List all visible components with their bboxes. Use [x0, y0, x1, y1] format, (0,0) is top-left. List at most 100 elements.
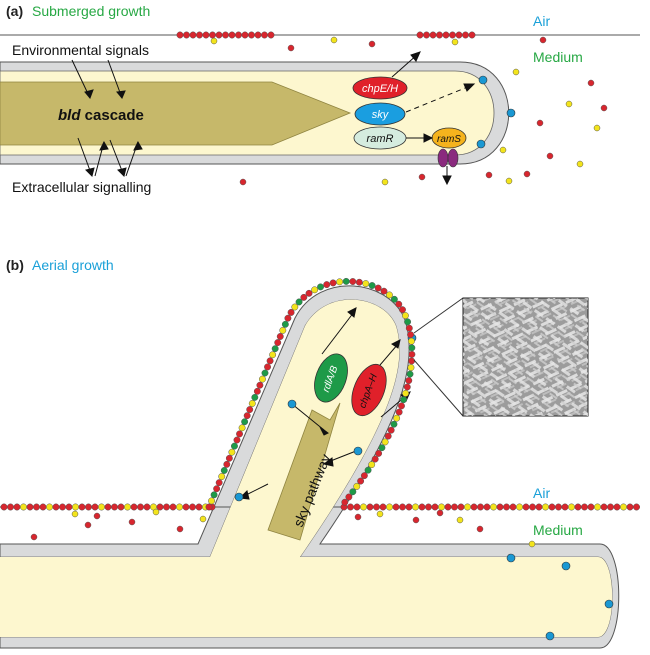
- coat-bead: [246, 406, 254, 414]
- ramR-label: ramR: [367, 133, 394, 145]
- coat-bead: [169, 503, 177, 511]
- branch-arrows: [238, 307, 411, 500]
- coat-bead: [26, 503, 34, 511]
- coat-bead: [189, 503, 196, 511]
- coat-bead: [176, 31, 184, 39]
- coat-bead: [130, 503, 138, 511]
- coat-bead: [451, 503, 458, 511]
- sky-pathway-shape: [267, 402, 341, 541]
- coat-bead: [368, 461, 376, 469]
- air-label-a: Air: [533, 13, 550, 29]
- coat-bead: [405, 324, 413, 332]
- panel-a: (a) Submerged growth Air Medium bld casc…: [0, 3, 640, 195]
- panel-a-letter: (a): [6, 3, 23, 19]
- coat-bead: [202, 31, 210, 39]
- coat-bead: [222, 31, 229, 39]
- coat-bead: [261, 369, 269, 377]
- membrane-transporter: [437, 148, 459, 168]
- bld-cascade-label: bld cascade: [58, 107, 144, 124]
- coat-bead: [407, 331, 415, 339]
- chpEH-gene: [352, 76, 408, 100]
- coat-bead: [455, 31, 463, 39]
- coat-bead: [248, 31, 255, 39]
- coat-bead: [341, 498, 349, 506]
- coat-bead: [20, 503, 27, 511]
- coat-bead: [215, 31, 223, 39]
- coat-bead: [349, 488, 357, 496]
- coat-bead: [607, 503, 614, 511]
- coat-bead: [223, 460, 231, 468]
- coat-bead: [568, 503, 575, 511]
- coat-bead: [449, 31, 456, 39]
- coat-bead: [503, 503, 510, 511]
- coat-bead: [385, 291, 393, 299]
- coat-bead: [412, 503, 419, 511]
- coat-bead: [386, 503, 393, 511]
- coat-bead: [400, 396, 408, 404]
- coat-bead: [276, 333, 284, 340]
- coat-bead: [189, 31, 197, 39]
- coat-bead: [305, 289, 313, 297]
- coat-bead: [78, 503, 86, 511]
- coat-bead: [360, 472, 368, 480]
- environmental-signals-label: Environmental signals: [12, 42, 149, 58]
- coat-bead: [233, 436, 241, 444]
- coat-bead: [182, 503, 190, 511]
- coat-bead: [7, 503, 14, 511]
- coat-bead: [387, 426, 395, 434]
- coat-bead: [205, 503, 213, 511]
- coat-bead: [529, 503, 536, 511]
- coat-bead: [404, 318, 412, 326]
- coat-bead: [259, 375, 266, 383]
- coat-bead: [176, 503, 183, 511]
- coat-bead: [243, 412, 251, 420]
- coat-bead: [213, 485, 221, 493]
- coat-bead: [357, 477, 365, 485]
- coat-bead: [374, 284, 382, 292]
- free-molecules-a: [210, 36, 608, 186]
- medium-label-a: Medium: [533, 49, 583, 65]
- coat-bead: [574, 503, 582, 511]
- coat-bead: [464, 503, 471, 511]
- coat-bead: [287, 308, 295, 316]
- coat-bead: [291, 303, 299, 311]
- coat-bead: [360, 503, 367, 511]
- coat-bead: [236, 430, 243, 438]
- coat-bead: [104, 503, 112, 511]
- sky-label: sky: [372, 109, 390, 121]
- coat-bead: [196, 31, 203, 39]
- coat-bead: [353, 503, 361, 511]
- coat-bead: [311, 286, 319, 294]
- coat-bead: [390, 295, 398, 303]
- coat-bead: [483, 503, 491, 511]
- coat-bead: [163, 503, 170, 511]
- coat-bead: [208, 497, 215, 505]
- coat-bead: [269, 351, 277, 359]
- coat-bead: [542, 503, 549, 511]
- coat-bead: [442, 31, 450, 39]
- coat-bead: [279, 326, 287, 334]
- coat-bead: [347, 503, 354, 511]
- coat-bead: [401, 312, 409, 320]
- coat-bead: [444, 503, 452, 511]
- gene-arrows: [391, 51, 476, 186]
- coat-bead: [98, 503, 105, 511]
- coat-bead: [329, 279, 337, 287]
- coat-bead: [225, 454, 233, 462]
- coat-bead: [425, 503, 432, 511]
- coat-bead: [366, 503, 374, 511]
- coat-bead: [264, 363, 271, 371]
- coat-bead: [399, 306, 406, 314]
- coat-bead: [477, 503, 484, 511]
- coat-bead: [353, 482, 361, 490]
- coat-bead: [402, 389, 410, 397]
- coat-bead: [85, 503, 92, 511]
- coat-bead: [379, 503, 387, 511]
- coat-bead: [457, 503, 465, 511]
- panel-b-title: Aerial growth: [32, 257, 114, 273]
- coat-bead: [496, 503, 504, 511]
- coat-bead: [393, 414, 401, 422]
- chaplin-chain-b-branch: [205, 277, 416, 511]
- coat-bead: [395, 300, 403, 308]
- coat-bead: [548, 503, 556, 511]
